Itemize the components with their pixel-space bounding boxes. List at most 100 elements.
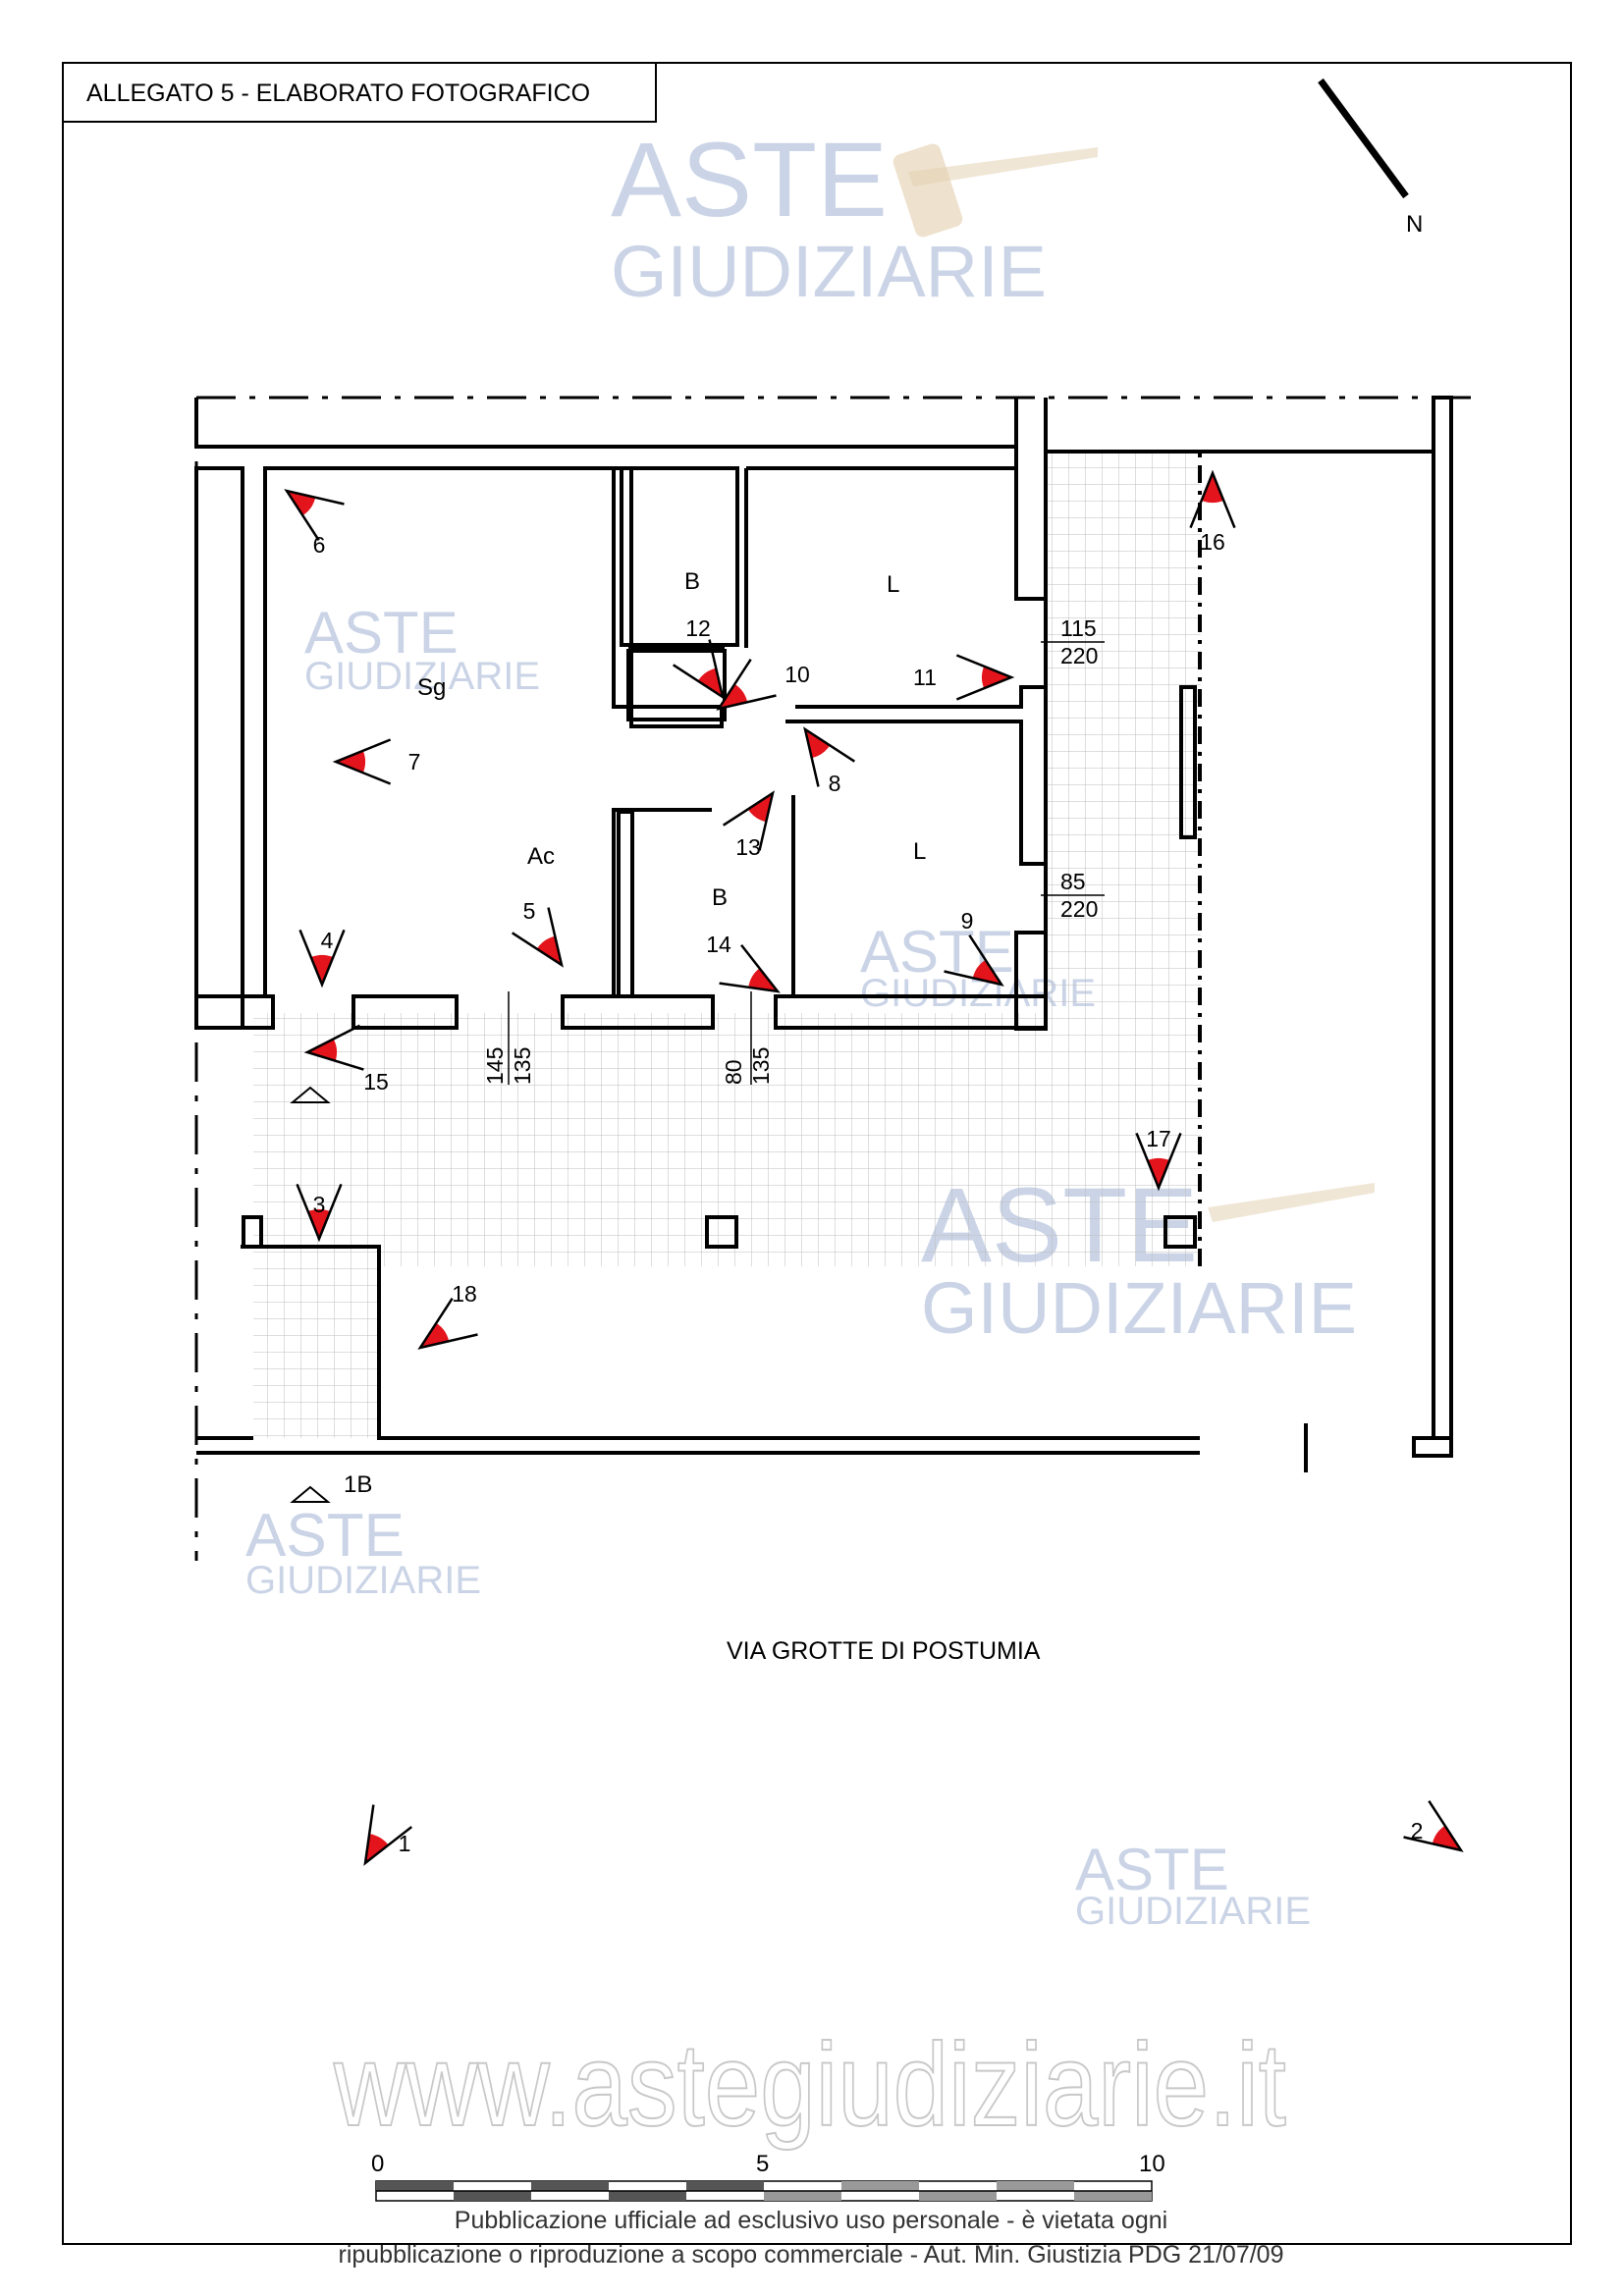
entrance-1b-label: 1B [344,1471,372,1498]
photo-marker-cone-icon [298,929,346,988]
photo-marker-11: 11 [913,654,1015,701]
photo-marker-13: 13 [722,790,775,860]
photo-marker-1: 1 [363,1804,413,1866]
sheet-title: ALLEGATO 5 - ELABORATO FOTOGRAFICO [86,80,590,107]
photo-marker-cone-icon [1403,1799,1464,1852]
photo-marker-number: 14 [706,932,731,957]
photo-marker-cone-icon [955,654,1015,701]
property-boundary [194,396,1483,1561]
photo-marker-number: 9 [961,908,974,934]
photo-marker-number: 15 [363,1069,389,1095]
photo-marker-wedge-icon [307,1209,331,1239]
svg-text:80: 80 [721,1059,746,1085]
svg-text:135: 135 [510,1047,535,1085]
photo-marker-3: 3 [296,1183,343,1243]
photo-marker-cone-icon [296,1183,343,1243]
footer-line-1: Pubblicazione ufficiale ad esclusivo uso… [455,2207,1167,2234]
photo-marker-7: 7 [332,738,420,785]
svg-text:ASTE: ASTE [304,600,459,666]
scale-segment [841,2181,919,2191]
scale-segment [919,2191,997,2201]
photo-marker-cone-icon [719,943,781,993]
photo-marker-number: 18 [452,1281,477,1307]
photo-marker-cone-icon [1135,1132,1182,1192]
photo-marker-number: 3 [313,1192,326,1217]
scale-bar: 0 5 10 [371,2151,1165,2202]
photo-marker-wedge-icon [365,1834,389,1863]
svg-text:GIUDIZIARIE: GIUDIZIARIE [921,1267,1357,1349]
photo-marker-cone-icon [332,738,392,785]
photo-marker-8: 8 [803,726,856,796]
photo-marker-wedge-icon [310,955,334,985]
dimension-window-2: 85 220 [1041,869,1105,922]
svg-text:85: 85 [1060,869,1086,894]
watermark-logo-bottom-left: ASTE GIUDIZIARIE [245,1502,481,1602]
entrance-1b-triangle-icon [290,1485,331,1503]
tiled-areas [253,452,1201,1438]
dimension-door-1: 145 135 [482,991,535,1085]
photo-marker-17: 17 [1135,1126,1182,1192]
scale-segment [686,2181,764,2191]
photo-marker-16: 16 [1189,469,1236,555]
scale-segment [1074,2191,1152,2201]
scale-segment [609,2191,686,2201]
scale-segment [997,2181,1074,2191]
photo-marker-wedge-icon [336,750,366,774]
svg-text:135: 135 [748,1047,774,1085]
entrance-triangle-icon [290,1086,331,1103]
walls [194,396,1453,1472]
photo-marker-4: 4 [298,928,346,988]
photo-marker-wedge-icon [307,1039,338,1061]
photo-marker-number: 16 [1200,529,1225,555]
photo-marker-18: 18 [417,1281,478,1350]
photo-marker-9: 9 [944,908,1004,987]
svg-text:145: 145 [482,1047,508,1085]
photo-marker-14: 14 [706,932,781,993]
photo-marker-number: 5 [523,898,536,924]
photo-marker-5: 5 [511,898,564,968]
photo-marker-15: 15 [303,1024,389,1095]
photo-marker-6: 6 [284,489,345,558]
photo-marker-cone-icon [511,907,564,968]
photo-marker-2: 2 [1403,1799,1464,1852]
footer-line-2: ripubblicazione o riproduzione a scopo c… [339,2241,1284,2269]
room-label-ac: Ac [527,843,555,870]
street-name: VIA GROTTE DI POSTUMIA [727,1637,1041,1665]
svg-text:ASTE: ASTE [1075,1837,1229,1902]
watermark-logo-top: ASTE GIUDIZIARIE [611,120,1098,312]
photo-marker-number: 13 [735,834,761,860]
photo-marker-cone-icon [944,934,1004,987]
svg-text:GIUDIZIARIE: GIUDIZIARIE [245,1559,481,1602]
photo-marker-cone-icon [672,639,725,700]
photo-marker-cone-icon [722,790,775,851]
room-label-b2: B [712,884,728,911]
dimension-door-2: 80 135 [721,991,774,1085]
photo-marker-wedge-icon [1147,1157,1170,1188]
dimension-window-1: 115 220 [1041,615,1105,668]
room-label-b1: B [684,568,700,595]
photo-marker-12: 12 [672,615,725,700]
svg-text:ASTE: ASTE [611,120,888,239]
svg-text:220: 220 [1060,896,1098,922]
scale-segment [764,2191,841,2201]
room-label-l1: L [887,571,899,598]
room-label-sg: Sg [417,674,446,701]
scale-segment [531,2181,609,2191]
photo-marker-number: 8 [829,771,841,796]
svg-text:115: 115 [1060,615,1097,641]
photo-marker-wedge-icon [1201,473,1224,503]
scale-tick-0: 0 [371,2151,384,2177]
sheet-border [62,62,1572,2245]
scale-tick-10: 10 [1139,2151,1165,2177]
photo-marker-number: 17 [1146,1126,1171,1151]
photo-marker-number: 4 [321,928,334,953]
photo-marker-wedge-icon [982,666,1011,689]
photo-marker-number: 1 [399,1831,411,1856]
watermark-logo-sg: ASTE GIUDIZIARIE [304,600,540,698]
watermark-logo-bottom-right: ASTE GIUDIZIARIE [1075,1837,1311,1933]
svg-text:GIUDIZIARIE: GIUDIZIARIE [1075,1890,1311,1933]
watermark-url: www.astegiudiziarie.it [333,2019,1286,2151]
room-label-l2: L [913,838,926,865]
